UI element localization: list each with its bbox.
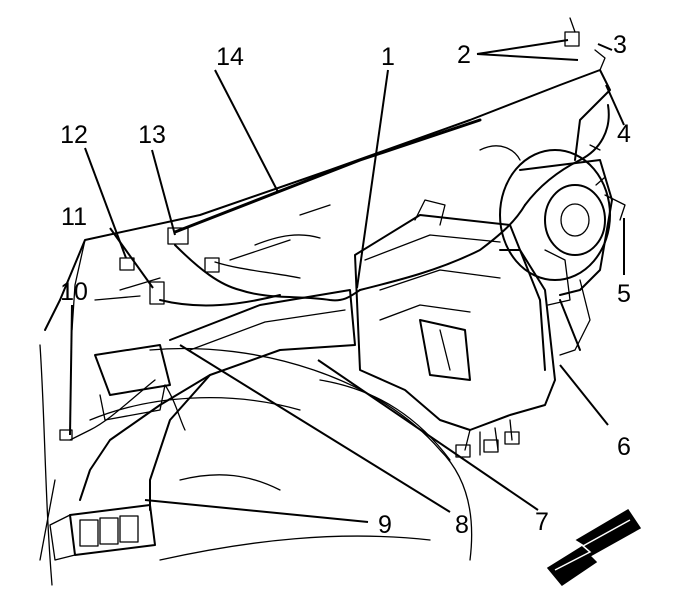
blower-motor	[499, 149, 613, 356]
callout-10: 10	[60, 278, 88, 306]
leader-3	[597, 43, 613, 51]
callout-13: 13	[138, 121, 166, 149]
air-duct	[49, 289, 356, 561]
dash-panel	[39, 69, 626, 586]
callout-5: 5	[617, 280, 631, 308]
leader-9	[144, 499, 369, 523]
leader-11	[109, 227, 154, 289]
callout-9: 9	[378, 511, 392, 539]
leader-2b	[476, 53, 579, 61]
callout-14: 14	[216, 43, 244, 71]
leader-1	[356, 69, 389, 289]
callout-8: 8	[455, 511, 469, 539]
leader-2a	[476, 39, 569, 55]
leader-lines	[69, 39, 625, 523]
hvac-case	[354, 199, 556, 458]
leader-13	[151, 149, 176, 236]
leader-4	[605, 84, 625, 126]
leader-10	[69, 304, 73, 436]
callout-3: 3	[613, 31, 627, 59]
wiring-harness	[59, 17, 610, 441]
forward-arrow-icon	[546, 508, 642, 587]
callout-4: 4	[617, 120, 631, 148]
leader-6	[559, 364, 609, 426]
callout-7: 7	[535, 508, 549, 536]
callout-2: 2	[457, 41, 471, 69]
callout-6: 6	[617, 433, 631, 461]
leader-7	[317, 359, 539, 511]
callout-12: 12	[60, 121, 88, 149]
callout-1: 1	[381, 43, 395, 71]
leader-12	[84, 147, 127, 259]
leader-14	[214, 69, 279, 193]
callout-labels: 1 2 3 4 5 6 7 8 9 10 11 12 13 14	[60, 31, 631, 539]
callout-11: 11	[61, 203, 87, 231]
leader-8	[179, 344, 451, 513]
